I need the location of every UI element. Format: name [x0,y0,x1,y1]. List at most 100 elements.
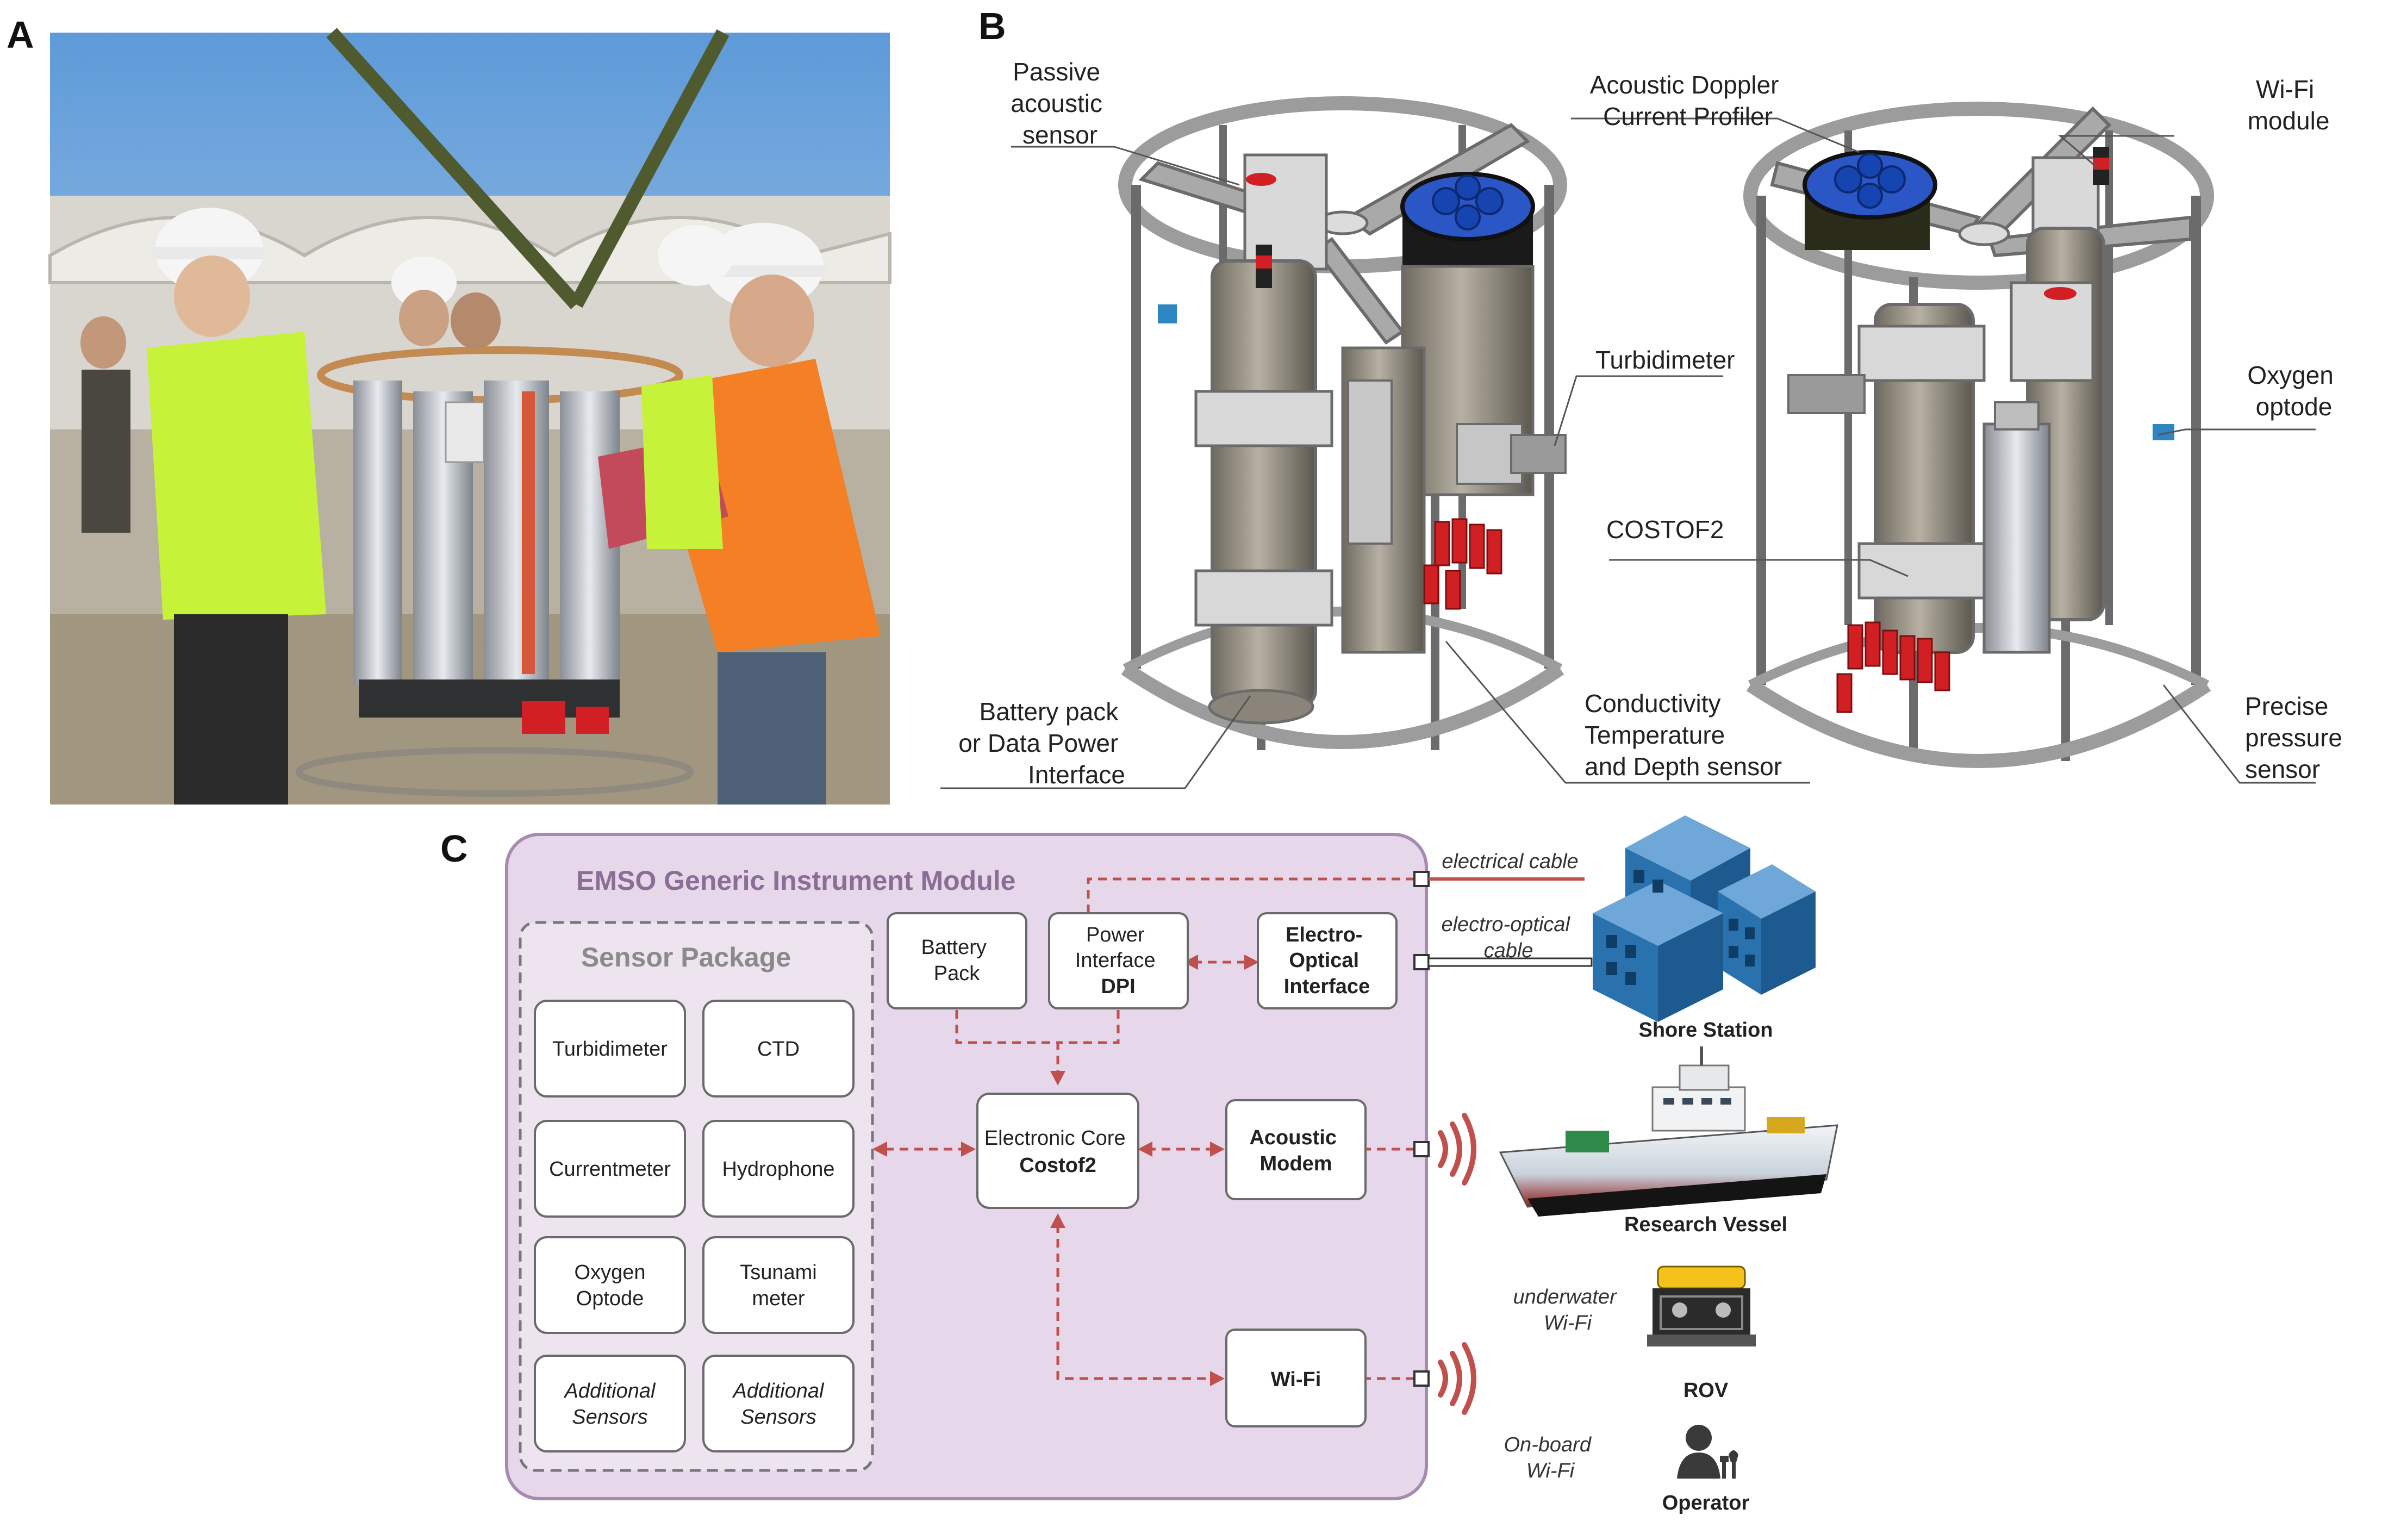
edge-connectors [1413,871,1430,1387]
shore-station-label: Shore Station [1638,1019,1773,1042]
arrowhead [1244,955,1259,970]
callout-pressure-sensor: Precise pressure sensor [2245,692,2349,783]
sensor-box-frame [702,1355,855,1452]
external-cables: electrical cable electro-optical cable [1427,850,1593,967]
acoustic-modem-box: Acoustic Modem [1225,1099,1367,1200]
label-line: Interface [1284,975,1370,998]
sensor-label-line: Tsunami [740,1261,817,1284]
callout-oxygen-optode: Oxygen optode [2247,361,2340,421]
electronic-core-box: Electronic Core Costof2 [976,1093,1139,1209]
label-line: DPI [1101,975,1135,998]
callout-line: optode [2256,392,2333,421]
wifi-label: Wi-Fi [1271,1368,1321,1391]
arrowhead [872,1142,887,1157]
rov-icon [1647,1265,1756,1346]
sensor-box: Currentmeter [534,1120,686,1218]
electrical-cable-label: electrical cable [1442,850,1578,873]
power-interface-label: Power Interface DPI [1075,924,1161,998]
callout-turbidimeter: Turbidimeter [1595,346,1735,374]
sensor-box: CTD [702,1000,855,1098]
callout-line: module [2248,107,2330,135]
connector-acoustic [1413,1141,1430,1157]
sensor-box-frame [702,1236,855,1334]
connector-electro-optical [1413,954,1430,970]
link-power-electrical [1087,877,1419,913]
sensor-label-line: Additional [564,1380,656,1402]
research-vessel-label: Research Vessel [1624,1213,1787,1236]
sensor-box-frame [534,1000,686,1098]
acoustic-signal-icon [1438,1113,1476,1186]
electro-optical-cable-line [1427,957,1593,967]
callout-line: Wi-Fi [2256,75,2314,103]
electro-optical-cable-label: electro-optical cable [1441,913,1575,962]
arrowhead [1050,1071,1065,1086]
sensor-label: Currentmeter [549,1158,671,1181]
cad-render-right [1743,102,2214,768]
link-battery-core [955,1010,1059,1075]
underwater-wifi-label: underwater Wi-Fi [1513,1286,1623,1335]
sensor-box-frame [534,1355,686,1452]
connection-lines [885,877,1419,1380]
label-line: cable [1484,939,1533,962]
callout-line: or Data Power [958,729,1118,757]
callout-wifi-module: Wi-Fi module [2248,75,2330,135]
sensor-label-line: Oxygen [575,1261,646,1284]
label-line: Acoustic [1249,1126,1336,1149]
research-vessel-icon [1499,1046,1838,1217]
onboard-wifi-label: On-board Wi-Fi [1504,1433,1597,1482]
arrowhead [1183,955,1198,970]
callout-line: Conductivity [1585,689,1721,718]
sensor-box-frame [534,1236,686,1334]
label-line: Optical [1289,949,1359,972]
callout-battery-pack: Battery pack or Data Power Interface [958,697,1125,789]
link-core-wifi [1056,1224,1215,1380]
sensor-label-line: CTD [757,1038,800,1061]
callout-line: Acoustic Doppler [1590,71,1779,99]
cad-leader-lines [940,117,2316,789]
sensor-label-line: Sensors [740,1406,816,1429]
callout-line: Temperature [1585,721,1725,749]
sensor-label-line: Sensors [572,1406,647,1429]
label-line: Pack [934,962,980,985]
callout-line: pressure [2245,724,2342,752]
wifi-signal-icon [1438,1342,1476,1415]
rov-label: ROV [1683,1379,1729,1402]
callout-line: Battery pack [980,697,1119,726]
electro-optical-interface-label: Electro- Optical Interface [1284,924,1370,998]
arrowhead [1138,1142,1152,1157]
connector-wifi [1413,1370,1430,1387]
cad-callouts: Passive acoustic sensor Acoustic Doppler… [958,58,2349,789]
callout-passive-acoustic-sensor: Passive acoustic sensor [1011,58,1109,149]
electro-optical-interface-box: Electro- Optical Interface [1257,912,1398,1009]
callout-line: Interface [1028,760,1125,789]
label-line: On-board [1504,1433,1592,1456]
sensor-box-frame [534,1120,686,1218]
sensor-label: Hydrophone [722,1158,834,1181]
acoustic-modem-label: Acoustic Modem [1249,1126,1342,1175]
label-line: Battery [921,936,987,959]
label-line: underwater [1513,1286,1617,1308]
label-line: Costof2 [1019,1154,1096,1177]
label-line: Electronic Core [984,1127,1126,1150]
label-line: Wi-Fi [1544,1312,1593,1335]
sensor-label-line: Hydrophone [722,1158,834,1181]
module-title: EMSO Generic Instrument Module [576,865,1015,896]
callout-line: sensor [1022,121,1098,149]
shore-station-icon [1593,815,1816,1022]
sensor-package-title: Sensor Package [581,942,791,972]
label-line: Modem [1260,1152,1332,1175]
battery-pack-label: Battery Pack [921,936,993,985]
callout-line: Passive [1013,58,1100,86]
callout-line: and Depth sensor [1585,752,1782,781]
callout-line: sensor [2245,755,2320,783]
panel-label-a: A [7,14,34,56]
sensor-box-frame [702,1000,855,1098]
